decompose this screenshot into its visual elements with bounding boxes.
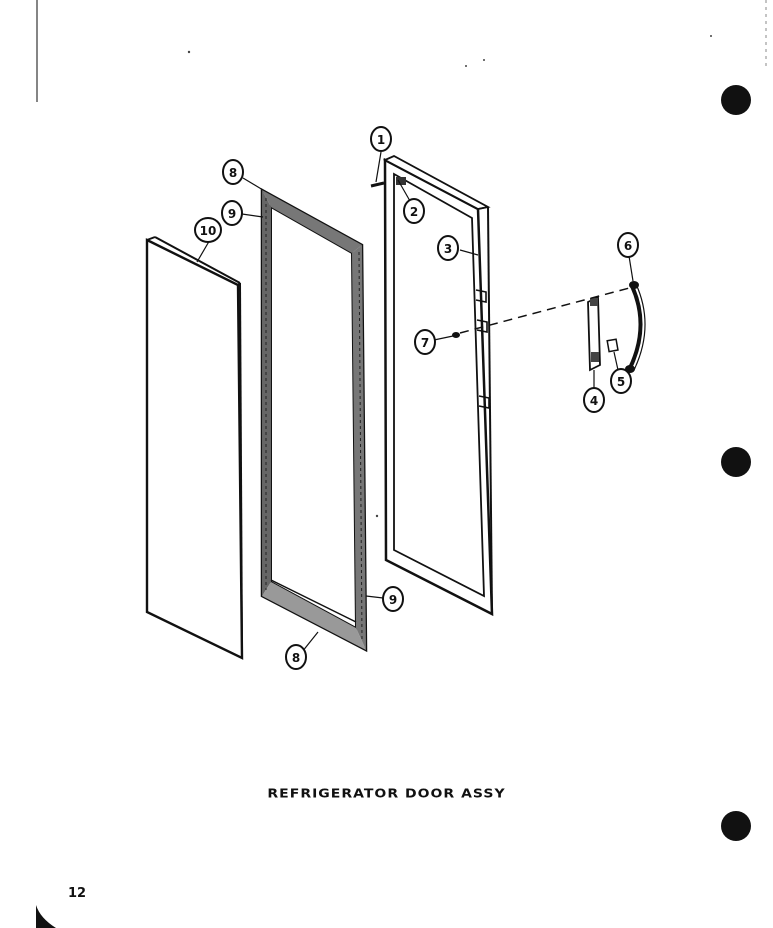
outer-door-panel: [145, 236, 244, 660]
svg-text:5: 5: [617, 375, 625, 389]
svg-text:4: 4: [590, 394, 598, 408]
callout-1: 1: [370, 126, 392, 152]
clip-part: [606, 338, 619, 371]
page-corner-mark: [36, 905, 56, 928]
svg-text:9: 9: [228, 207, 236, 221]
scan-specks: [187, 35, 712, 518]
hole-plug-part: [452, 332, 460, 338]
callout-2: 2: [403, 198, 425, 224]
svg-text:9: 9: [389, 593, 397, 607]
svg-text:8: 8: [292, 651, 300, 665]
binder-hole-top: [721, 85, 751, 115]
gasket-frame: [260, 187, 368, 653]
callout-5: 5: [610, 368, 632, 394]
callout-9-top: 9: [221, 200, 243, 226]
svg-text:6: 6: [624, 239, 632, 253]
page-number: 12: [68, 886, 87, 901]
svg-text:10: 10: [200, 224, 217, 238]
hinge-bracket-part: [587, 295, 601, 390]
svg-text:1: 1: [377, 133, 385, 147]
callout-6: 6: [617, 232, 639, 258]
callout-8-top: 8: [222, 159, 244, 185]
screw-part: [370, 151, 385, 188]
diagram-title: REFRIGERATOR DOOR ASSY: [267, 786, 506, 802]
svg-text:3: 3: [444, 242, 452, 256]
callout-10: 10: [194, 217, 222, 243]
svg-text:7: 7: [421, 336, 429, 350]
svg-text:2: 2: [410, 205, 418, 219]
binder-hole-middle: [721, 447, 751, 477]
binder-hole-bottom: [721, 811, 751, 841]
callout-8-bottom: 8: [285, 644, 307, 670]
callout-4: 4: [583, 387, 605, 413]
callout-3: 3: [437, 235, 459, 261]
callout-9-bottom: 9: [382, 586, 404, 612]
callout-7: 7: [414, 329, 436, 355]
door-handle-part: [625, 255, 646, 373]
inner-door-liner: [382, 154, 494, 617]
svg-text:8: 8: [229, 166, 237, 180]
